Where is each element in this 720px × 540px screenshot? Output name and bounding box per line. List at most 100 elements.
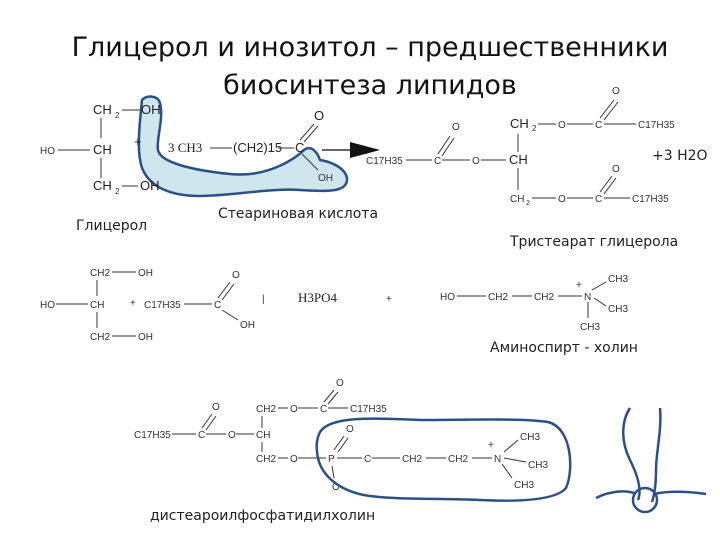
p-ch3-1: CH3	[520, 432, 540, 443]
s2-bond-oh	[221, 309, 239, 321]
p-o-dbl-mid: O	[212, 402, 220, 413]
lipid-head-lines	[595, 490, 707, 500]
separator-1: |	[262, 294, 265, 305]
p-o-top: O	[290, 404, 298, 415]
choline-plus: +	[576, 280, 582, 291]
p-o-dbl-p: O	[346, 424, 354, 435]
stearic-acid-formula: 3 CH3 (CH2)15 C O OH	[168, 108, 333, 184]
glycerol-ch: CH	[93, 142, 112, 157]
glycerol-ho: HO	[40, 146, 55, 157]
s2-db-b	[221, 283, 235, 301]
tri-o-dbl-bottom: O	[612, 164, 620, 175]
choline-ch2-a: CH2	[488, 292, 508, 303]
p-o-bottom: O	[290, 454, 298, 465]
lipid-tail-right	[650, 407, 662, 503]
lipid-head	[631, 486, 659, 514]
g2-ch: CH	[90, 300, 104, 311]
s2-o: O	[232, 270, 240, 281]
choline-ch2-b: CH2	[534, 292, 554, 303]
label-stearic-acid: Стеариновая кислота	[218, 206, 379, 222]
p-c-top: C	[320, 404, 327, 415]
tri-db-b-b	[603, 177, 617, 195]
p-bond-ominus	[331, 465, 335, 479]
glycerol-ch2-top: CH	[93, 102, 112, 117]
p-ch2-a: CH2	[402, 454, 422, 465]
tri-db-m-b	[441, 137, 455, 157]
p-p: P	[328, 454, 335, 465]
stearic-double-bond-a	[299, 123, 315, 141]
g2-ho: HO	[40, 300, 55, 311]
label-water: +3 H2O	[652, 148, 708, 164]
p-db-m-b	[205, 415, 217, 431]
tri-o-top: O	[558, 120, 566, 131]
glycerol-oh-top: OH	[141, 102, 161, 117]
p-o-dbl-top: O	[336, 378, 344, 389]
label-tristearate: Тристеарат глицерола	[510, 234, 679, 250]
label-choline: Аминоспирт - холин	[490, 340, 638, 356]
tri-ch2-top: CH	[510, 116, 529, 131]
choline-bond-ch3-1	[591, 281, 607, 291]
p-ch: CH	[256, 430, 270, 441]
p-ch2-top: CH2	[256, 404, 276, 415]
tri-db-t-b	[603, 101, 619, 121]
tri-db-m-a	[437, 135, 451, 155]
p-o-mid: O	[228, 430, 236, 441]
s2-db-a	[217, 281, 231, 299]
tristearate-formula: CH 2 O C O C17H35 CH C17H35 C O O CH 2 O…	[366, 86, 675, 207]
stearic-double-bond-b	[303, 125, 319, 143]
g2-oh-bottom: OH	[138, 332, 153, 343]
stearic-c: C	[295, 140, 304, 155]
stearic-oh: OH	[318, 173, 333, 184]
g2-ch2-top: CH2	[90, 268, 110, 279]
phosphoric-acid: H3PO4	[298, 290, 338, 305]
plus-sign-1: +	[134, 134, 142, 149]
p-o-minus: O-	[332, 482, 343, 493]
tri-c-mid: C	[434, 156, 441, 167]
tri-o-mid: O	[472, 156, 480, 167]
tri-db-t-a	[599, 99, 615, 119]
plus-sign-2: +	[130, 298, 136, 309]
lipid-tail-left	[622, 407, 641, 501]
glycerol-oh-bottom: OH	[140, 178, 160, 193]
label-glycerol: Глицерол	[76, 218, 148, 234]
p-c17h35-top: C17H35	[350, 404, 387, 415]
stearic-o: O	[314, 108, 324, 123]
stearic-acid-formula-2: C17H35 C O OH	[144, 270, 255, 331]
reaction-arrow-head	[350, 142, 380, 158]
choline-ch3-3: CH3	[580, 322, 600, 333]
p-c-chain: C	[364, 454, 371, 465]
p-bond-nch3-2	[503, 457, 527, 463]
p-db-t-b	[327, 391, 339, 405]
choline-ch3-1: CH3	[608, 274, 628, 285]
choline-ch3-2: CH3	[608, 304, 628, 315]
tri-ch: CH	[509, 152, 528, 167]
p-db-p-a	[333, 435, 345, 451]
tri-sub2-top: 2	[532, 124, 537, 133]
tri-sub2-bottom: 2	[526, 200, 530, 207]
choline-formula: HO CH2 CH2 + N CH3 CH3 CH3	[440, 274, 628, 333]
s2-oh: OH	[240, 320, 255, 331]
product-formula: CH2 O C O C17H35 CH C17H35 C O O CH2 O P…	[134, 378, 548, 493]
tri-o-bottom: O	[558, 194, 566, 205]
tri-o-dbl-mid: O	[452, 122, 460, 133]
choline-bond-ch3-2	[593, 297, 607, 307]
glycerol-formula-2: CH2 OH HO CH CH2 OH	[40, 268, 153, 343]
tri-c17h35-top: C17H35	[638, 120, 675, 131]
stearic-bond-oh	[301, 153, 319, 171]
g2-oh-top: OH	[138, 268, 153, 279]
polar-head-outline	[315, 417, 572, 502]
label-product: дистеароилфосфатидилхолин	[150, 508, 376, 524]
tri-ch2-bottom: CH	[510, 194, 524, 205]
p-c17h35-mid: C17H35	[134, 430, 171, 441]
lipid-sketch	[595, 407, 707, 514]
p-ch3-2: CH3	[528, 460, 548, 471]
p-ch2-bottom: CH2	[256, 454, 276, 465]
tri-db-b-a	[599, 175, 613, 193]
glycerol-sub2-bottom: 2	[115, 187, 120, 196]
p-db-t-a	[323, 389, 335, 403]
tri-c-bottom: C	[595, 194, 602, 205]
glycerol-ch2-bottom: CH	[93, 178, 112, 193]
p-bond-nch3-1	[503, 439, 519, 453]
slide-title-line-2: биосинтеза липидов	[223, 70, 517, 101]
